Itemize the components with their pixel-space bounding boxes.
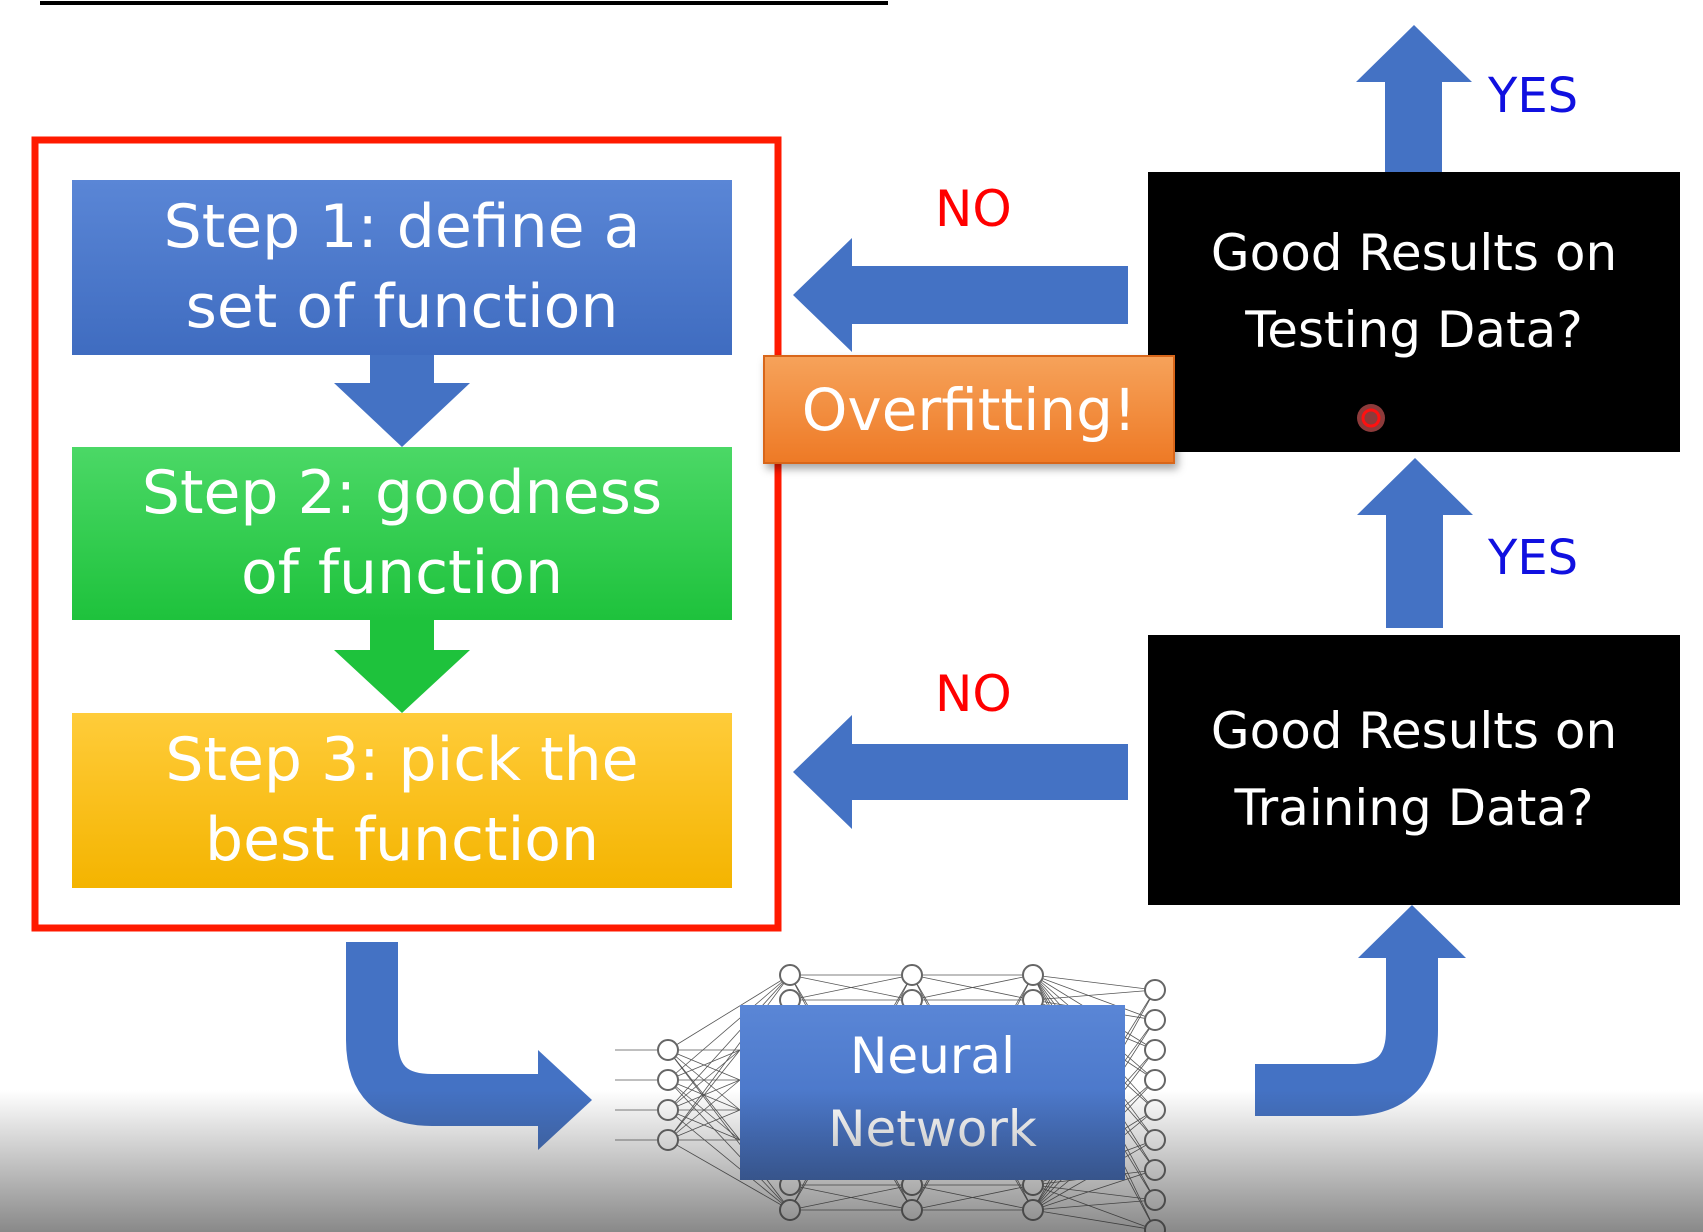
hidden-node — [1022, 964, 1044, 986]
no-arrow-top — [793, 238, 1128, 352]
step-2-to-3-arrow — [334, 620, 470, 713]
input-node — [657, 1099, 679, 1121]
step-2-text: Step 2: goodness of function — [72, 447, 732, 620]
steps-frame — [31, 136, 782, 932]
output-node — [1144, 1129, 1166, 1151]
testing-line-1: Good Results on — [1210, 223, 1618, 282]
testing-data-box — [1148, 172, 1680, 452]
step-1-line-2: set of function — [185, 271, 619, 342]
step-1-line-1: Step 1: define a — [163, 192, 641, 263]
output-node — [1144, 1039, 1166, 1061]
step-3-box — [72, 713, 732, 888]
no-label-bottom: NO — [935, 665, 1012, 723]
hidden-node — [779, 1199, 801, 1221]
output-node — [1144, 1009, 1166, 1031]
output-node — [1144, 1099, 1166, 1121]
training-data-box — [1148, 635, 1680, 905]
output-node — [1144, 1219, 1166, 1232]
neural-network-text: Neural Network — [740, 1005, 1125, 1180]
step-2-line-2: of function — [240, 537, 563, 608]
input-node — [657, 1069, 679, 1091]
no-arrow-bottom — [793, 715, 1128, 829]
yes-label-bottom: YES — [1488, 530, 1579, 586]
step-3-line-1: Step 3: pick the — [165, 725, 639, 796]
training-data-text: Good Results on Training Data? — [1148, 635, 1680, 905]
neural-network-line-2: Network — [828, 1099, 1037, 1158]
testing-line-2: Testing Data? — [1245, 301, 1583, 359]
yes-label-top: YES — [1488, 68, 1579, 124]
neural-network-line-1: Neural — [850, 1027, 1015, 1085]
no-label-top: NO — [935, 180, 1012, 238]
output-node — [1144, 1159, 1166, 1181]
hidden-node — [779, 964, 801, 986]
overfitting-label: Overfitting! — [763, 355, 1175, 464]
output-node — [1144, 1069, 1166, 1091]
laser-pointer-icon — [1361, 408, 1381, 428]
hidden-node — [901, 964, 923, 986]
step-3-line-2: best function — [205, 804, 599, 875]
step-1-box — [72, 180, 732, 355]
laser-pointer-glow — [1357, 404, 1385, 432]
step-2-line-1: Step 2: goodness — [141, 458, 663, 529]
network-to-training-arrow-head — [1358, 905, 1466, 958]
step-1-text: Step 1: define a set of function — [72, 180, 732, 355]
step-3-text: Step 3: pick the best function — [72, 713, 732, 888]
yes-arrow-bottom — [1357, 458, 1473, 628]
hidden-node — [1022, 1199, 1044, 1221]
steps-to-network-arrow-shaft — [346, 942, 540, 1126]
network-to-training-arrow-shaft — [1255, 955, 1438, 1116]
hidden-node — [901, 1199, 923, 1221]
output-node — [1144, 979, 1166, 1001]
training-line-1: Good Results on — [1210, 701, 1618, 760]
input-node — [657, 1129, 679, 1151]
training-line-2: Training Data? — [1234, 779, 1594, 837]
input-node — [657, 1039, 679, 1061]
step-1-to-2-arrow — [334, 355, 470, 447]
steps-to-network-arrow-head — [538, 1050, 592, 1150]
step-2-box — [72, 447, 732, 620]
testing-data-text: Good Results on Testing Data? — [1148, 172, 1680, 412]
output-node — [1144, 1189, 1166, 1211]
yes-arrow-top — [1356, 25, 1472, 172]
